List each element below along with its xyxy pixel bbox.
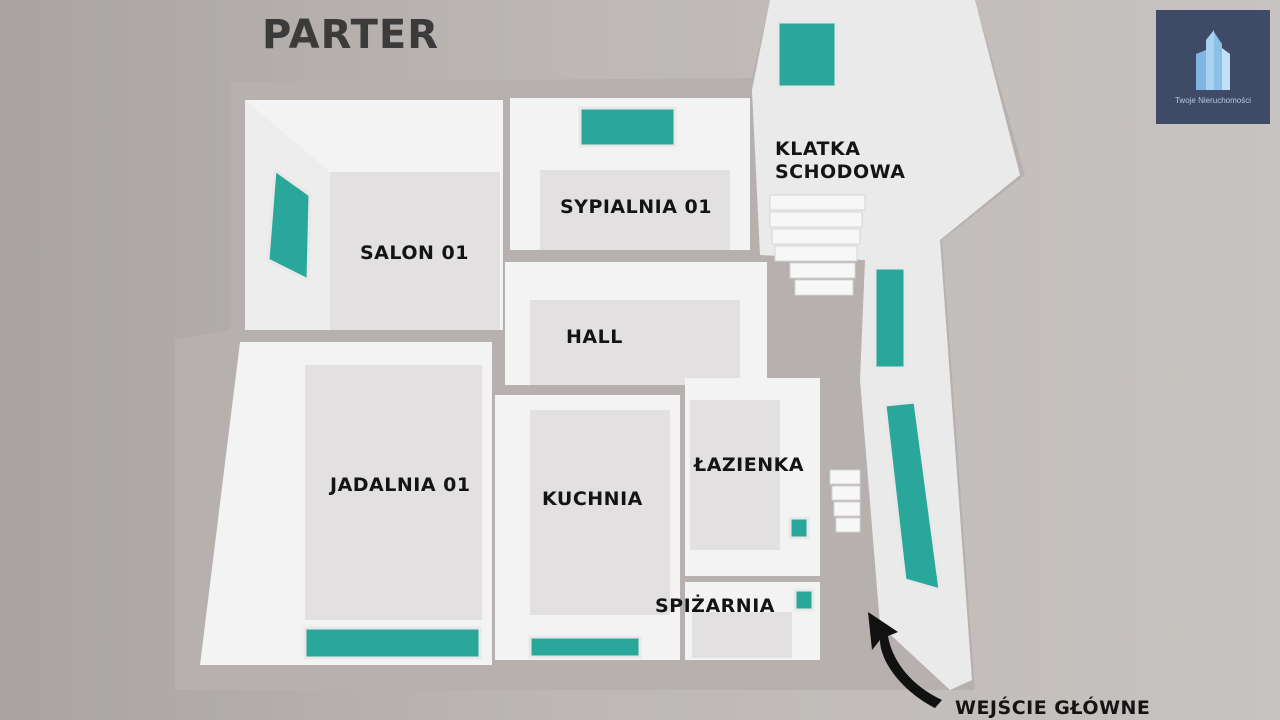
window — [303, 626, 482, 660]
window — [873, 266, 907, 370]
window — [266, 167, 312, 283]
stairs — [769, 194, 866, 533]
window — [528, 635, 642, 659]
entrance-label: WEJŚCIE GŁÓWNE — [955, 697, 1151, 719]
room-label-jadalnia: JADALNIA 01 — [330, 474, 471, 496]
sypialnia-floor — [540, 170, 730, 250]
window — [578, 106, 677, 148]
buildings-icon — [1196, 30, 1230, 90]
floor-title: PARTER — [262, 12, 440, 58]
jadalnia-floor — [305, 365, 482, 620]
room-label-spizarnia: SPIŻARNIA — [655, 595, 775, 617]
room-label-kuchnia: KUCHNIA — [542, 488, 643, 510]
window — [793, 588, 815, 612]
room-label-salon: SALON 01 — [360, 242, 469, 264]
spizarnia-floor — [692, 612, 792, 658]
window — [883, 400, 942, 593]
room-label-hall: HALL — [566, 326, 623, 348]
lazienka-floor — [690, 400, 780, 550]
kuchnia-floor — [530, 410, 670, 615]
logo-text: Twoje Nieruchomości — [1174, 96, 1252, 105]
window — [788, 516, 810, 540]
room-label-klatka-1: KLATKA — [775, 138, 861, 160]
curved-arrow-icon — [868, 612, 942, 708]
room-label-sypialnia: SYPIALNIA 01 — [560, 196, 712, 218]
windows — [266, 20, 942, 660]
salon-floor — [330, 172, 500, 330]
company-logo: Twoje Nieruchomości — [1156, 10, 1270, 124]
room-label-lazienka: ŁAZIENKA — [694, 454, 805, 476]
room-label-klatka-2: SCHODOWA — [775, 161, 906, 183]
hall-floor — [530, 300, 740, 385]
window — [776, 20, 838, 89]
